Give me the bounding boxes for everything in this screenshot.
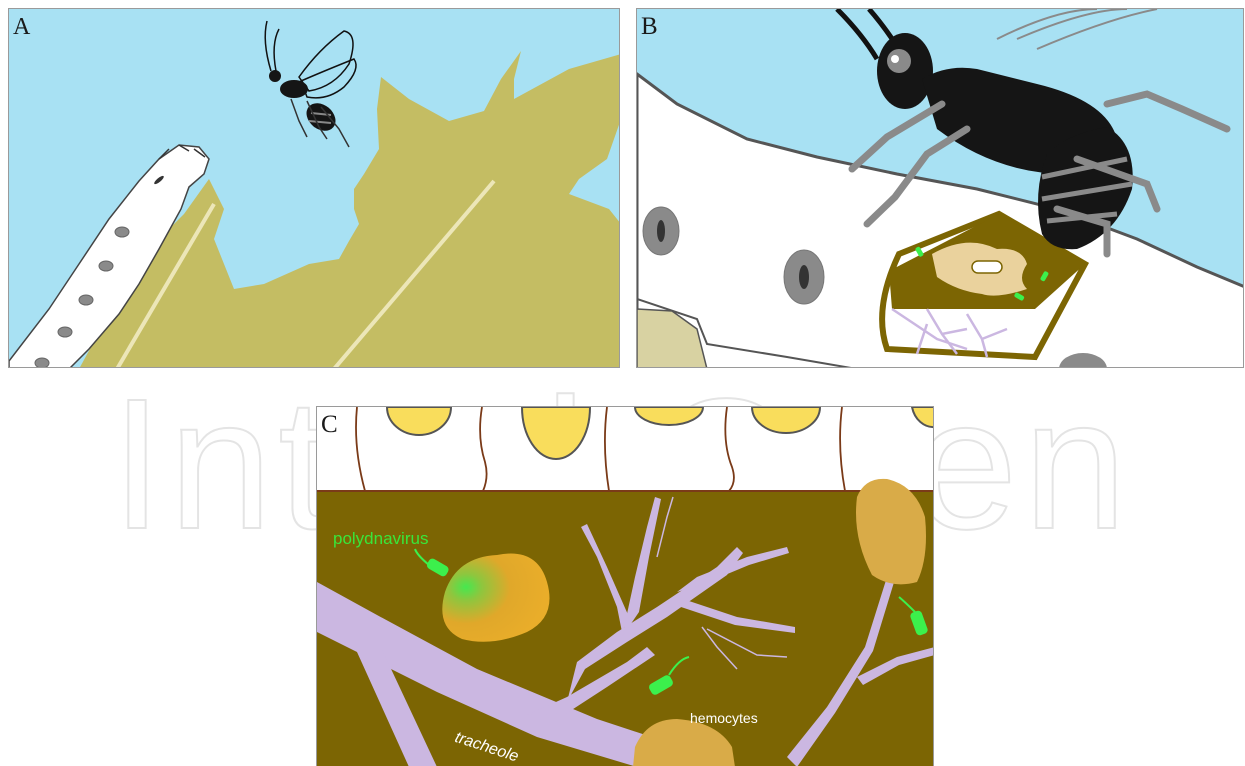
label-hemocytes: hemocytes bbox=[690, 710, 758, 726]
panel-b: B bbox=[636, 8, 1244, 368]
panel-b-letter: B bbox=[641, 13, 658, 40]
panel-c: C polydnavirus hemocytes tracheole bbox=[316, 406, 934, 766]
label-polydnavirus: polydnavirus bbox=[333, 529, 428, 549]
panel-a-letter: A bbox=[13, 14, 31, 40]
panel-c-letter: C bbox=[321, 411, 338, 438]
panel-a-illustration: A bbox=[9, 9, 620, 368]
panel-b-illustration: B bbox=[637, 9, 1244, 368]
panel-a: A bbox=[8, 8, 620, 368]
epidermis bbox=[317, 407, 934, 492]
panel-c-illustration: C bbox=[317, 407, 934, 766]
